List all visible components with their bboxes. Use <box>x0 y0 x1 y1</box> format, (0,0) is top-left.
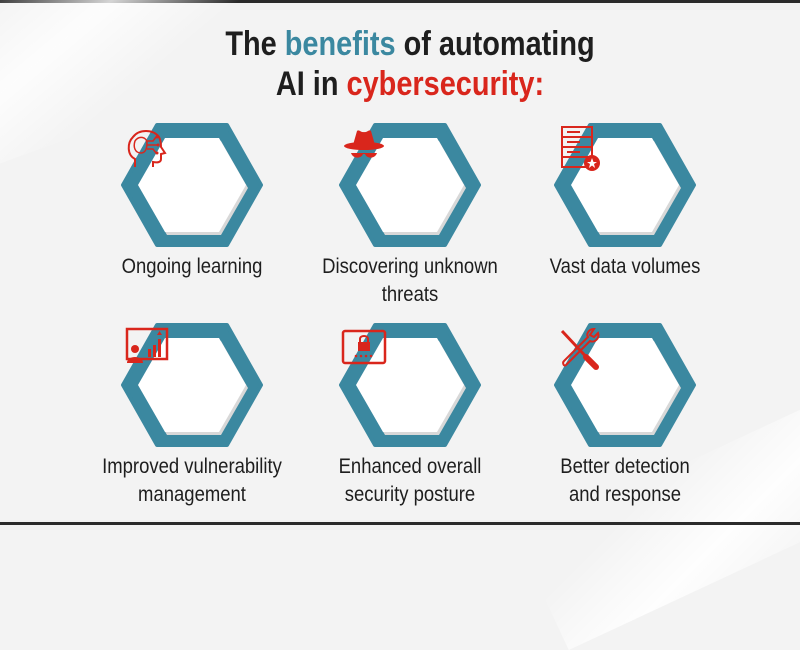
benefit-card: Ongoing learning <box>82 123 302 281</box>
lock-screen-icon <box>341 329 387 365</box>
brain-head-icon <box>127 130 167 167</box>
benefit-label: Vast data volumes <box>549 255 701 278</box>
benefit-card: Vast data volumes <box>515 123 735 281</box>
wrench-screwdriver-icon <box>560 327 600 370</box>
hexagon-badge <box>339 323 481 447</box>
bottom-border <box>0 522 800 525</box>
benefit-label: Ongoing learning <box>121 255 263 278</box>
title-line-1: The benefits of automating <box>225 25 595 63</box>
hexagon-badge <box>121 123 263 247</box>
hexagon-badge <box>554 123 696 247</box>
presentation-chart-icon <box>125 327 169 363</box>
spy-hat-icon <box>344 130 384 158</box>
server-star-icon <box>561 126 600 171</box>
title-line-2: AI in cybersecurity: <box>275 65 545 103</box>
hexagon-badge <box>554 323 696 447</box>
hexagon-badge <box>339 123 481 247</box>
hexagon-badge <box>121 323 263 447</box>
